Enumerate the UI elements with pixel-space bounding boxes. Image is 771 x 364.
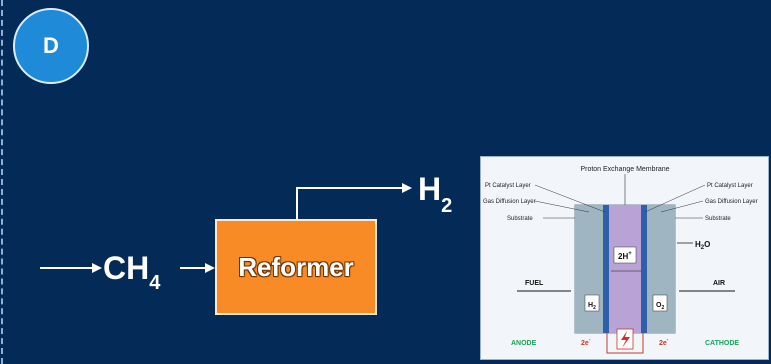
fuel-cell-svg: Proton Exchange Membrane Pt Catalyst Lay… xyxy=(483,166,758,354)
cathode-catalyst-layer xyxy=(641,205,647,333)
anode-catalyst-layer xyxy=(603,205,609,333)
proton-box xyxy=(613,246,637,264)
reformer-label: Reformer xyxy=(238,251,354,282)
right-label-diffusion: Gas Diffusion Layer xyxy=(705,199,758,205)
electron-left-label: 2e- xyxy=(581,337,591,347)
o2-box xyxy=(652,294,668,312)
h2-box-label: H2 xyxy=(588,302,596,311)
water-label: H2O xyxy=(695,240,710,251)
left-dashed-border xyxy=(1,0,3,364)
left-label-substrate: Substrate xyxy=(507,216,533,222)
cathode-diffusion-layer xyxy=(647,205,675,333)
left-pointer-1 xyxy=(534,184,606,213)
h2-box xyxy=(584,294,600,312)
right-label-substrate: Substrate xyxy=(705,216,731,222)
cathode-label: CATHODE xyxy=(705,340,739,347)
pem-label: Proton Exchange Membrane xyxy=(580,166,669,173)
step-badge: D xyxy=(13,8,89,84)
lightning-icon xyxy=(621,331,630,348)
step-badge-letter: D xyxy=(43,33,59,58)
right-label-catalyst: Pt Catalyst Layer xyxy=(707,183,753,189)
electron-right-label: 2e- xyxy=(659,337,669,347)
proton-label: 2H+ xyxy=(618,251,632,261)
right-pointer-1 xyxy=(644,184,706,213)
external-circuit xyxy=(606,333,644,354)
h2-label: H2 xyxy=(418,171,452,217)
left-pointer-2 xyxy=(534,200,590,213)
left-label-catalyst: Pt Catalyst Layer xyxy=(485,183,531,189)
anode-label: ANODE xyxy=(511,340,537,347)
reformer-box: Reformer xyxy=(215,219,377,315)
fuel-cell-illustration: Proton Exchange Membrane Pt Catalyst Lay… xyxy=(480,156,769,360)
membrane xyxy=(609,205,641,333)
anode-diffusion-layer xyxy=(575,205,603,333)
o2-box-label: O2 xyxy=(656,302,664,311)
fuel-label: FUEL xyxy=(525,280,544,287)
right-pointer-2 xyxy=(660,200,704,213)
reformer-output-line xyxy=(296,187,410,219)
left-label-diffusion: Gas Diffusion Layer xyxy=(483,199,536,205)
ch4-label: CH4 xyxy=(103,250,161,294)
air-label: AIR xyxy=(713,280,725,287)
